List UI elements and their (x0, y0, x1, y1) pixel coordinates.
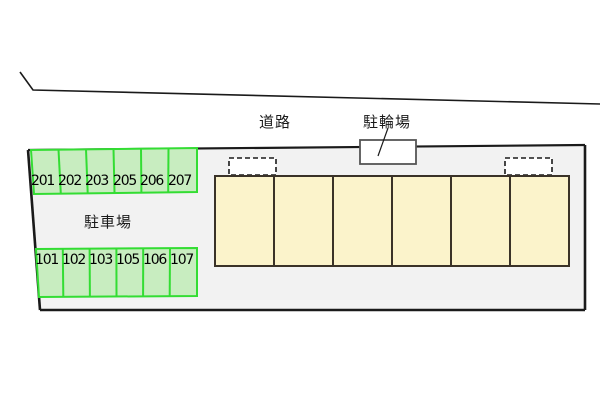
stall-label-107: 107 (170, 252, 194, 268)
balcony-left (228, 157, 277, 176)
stall-label-202: 202 (58, 173, 82, 189)
parking-row-upper (29, 146, 198, 196)
stall-label-207: 207 (168, 173, 192, 189)
stall-label-205: 205 (113, 173, 137, 189)
stall-label-106: 106 (143, 252, 167, 268)
building-unit-3 (332, 175, 393, 267)
stall-label-102: 102 (62, 252, 86, 268)
building-unit-2 (273, 175, 334, 267)
stall-label-101: 101 (35, 252, 59, 268)
stall-label-203: 203 (85, 173, 109, 189)
building-unit-5 (450, 175, 511, 267)
parking-row-lower (34, 246, 198, 299)
stall-label-105: 105 (116, 252, 140, 268)
building-block (214, 157, 570, 267)
stall-label-201: 201 (31, 173, 55, 189)
road-label: 道路 (259, 113, 292, 131)
parking-lot-label: 駐車場 (84, 213, 133, 231)
building-unit-6 (509, 175, 570, 267)
building-unit-1 (214, 175, 275, 267)
balcony-right (504, 157, 553, 176)
stall-label-103: 103 (89, 252, 113, 268)
bicycle-parking-label: 駐輪場 (363, 113, 412, 131)
bicycle-parking-box (359, 127, 417, 165)
stall-label-206: 206 (140, 173, 164, 189)
road-boundary-line (19, 71, 600, 105)
building-unit-4 (391, 175, 452, 267)
